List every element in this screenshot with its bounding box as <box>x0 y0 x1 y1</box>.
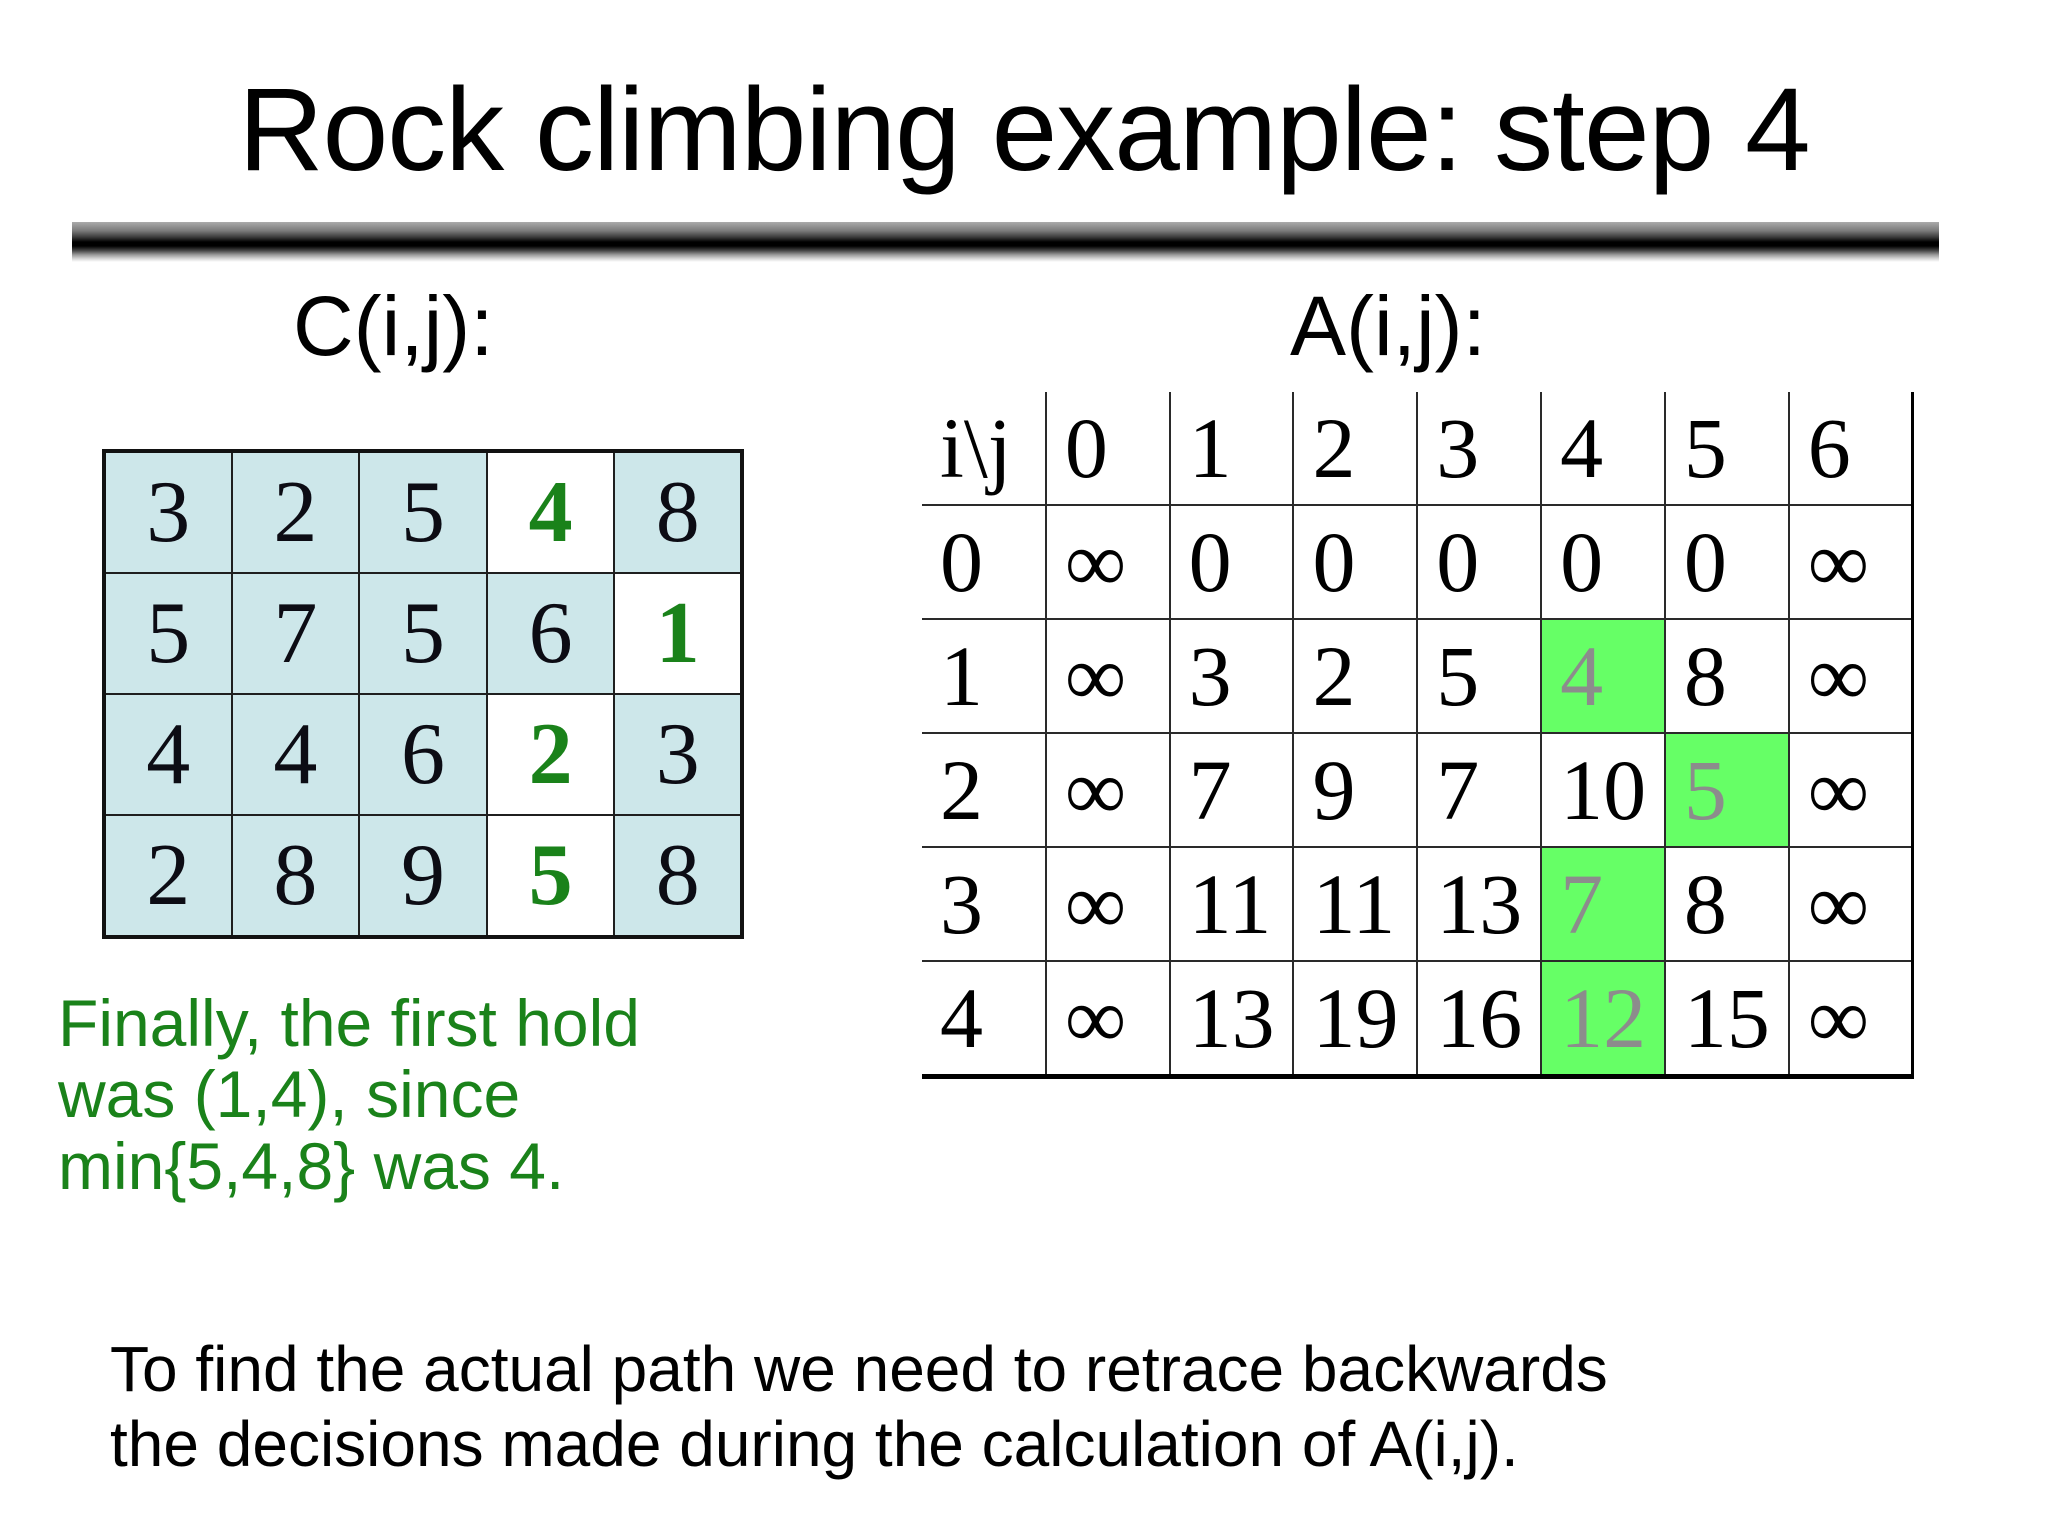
table-cell: 2 <box>1292 392 1419 506</box>
table-cell: 4 <box>922 960 1047 1079</box>
table-cell: 8 <box>613 450 743 574</box>
table-cell: 4 <box>103 693 233 816</box>
table-cell: 3 <box>1416 392 1543 506</box>
table-cell: 9 <box>1292 732 1419 848</box>
table-cell: 7 <box>1416 732 1543 848</box>
table-cell: 0 <box>1416 504 1543 620</box>
table-cell: 1 <box>1168 392 1295 506</box>
table-cell: 0 <box>1168 504 1295 620</box>
highlighted-cell: 12 <box>1540 960 1666 1079</box>
a-table-label: A(i,j): <box>1290 279 1486 373</box>
table-cell: 6 <box>485 572 616 695</box>
table-cell: 0 <box>1292 504 1419 620</box>
table-cell: 0 <box>1540 504 1666 620</box>
table-cell: 8 <box>230 814 361 938</box>
slide-title: Rock climbing example: step 4 <box>238 64 1810 196</box>
table-cell: 5 <box>1663 392 1790 506</box>
table-cell: 5 <box>358 450 488 574</box>
table-cell: 4 <box>1540 392 1666 506</box>
table-cell: ∞ <box>1044 732 1171 848</box>
title-divider-bar <box>72 222 1939 262</box>
table-cell: ∞ <box>1787 618 1914 734</box>
table-cell: i\j <box>922 392 1047 506</box>
table-cell: 16 <box>1416 960 1543 1079</box>
highlighted-cell: 1 <box>613 572 743 695</box>
table-cell: 3 <box>1168 618 1295 734</box>
c-table-label: C(i,j): <box>293 279 494 373</box>
table-cell: 2 <box>922 732 1047 848</box>
table-cell: 19 <box>1292 960 1419 1079</box>
table-cell: 6 <box>1787 392 1914 506</box>
highlighted-cell: 4 <box>1540 618 1666 734</box>
table-cell: ∞ <box>1044 960 1171 1079</box>
table-cell: 5 <box>358 572 488 695</box>
highlighted-cell: 5 <box>1663 732 1790 848</box>
table-cell: 7 <box>230 572 361 695</box>
table-cell: 4 <box>230 693 361 816</box>
finally-note: Finally, the first hold was (1,4), since… <box>58 986 641 1203</box>
table-cell: 5 <box>103 572 233 695</box>
table-cell: 0 <box>1663 504 1790 620</box>
table-cell: ∞ <box>1787 732 1914 848</box>
table-cell: ∞ <box>1044 504 1171 620</box>
table-cell: 15 <box>1663 960 1790 1079</box>
highlighted-cell: 2 <box>485 693 616 816</box>
table-cell: 13 <box>1168 960 1295 1079</box>
table-cell: 1 <box>922 618 1047 734</box>
table-cell: 3 <box>613 693 743 816</box>
table-cell: 2 <box>230 450 361 574</box>
table-cell: 11 <box>1168 846 1295 962</box>
table-cell: 0 <box>922 504 1047 620</box>
bottom-note: To find the actual path we need to retra… <box>110 1333 1608 1480</box>
table-cell: 2 <box>103 814 233 938</box>
table-cell: 0 <box>1044 392 1171 506</box>
table-cell: 8 <box>1663 618 1790 734</box>
table-cell: 9 <box>358 814 488 938</box>
table-cell: ∞ <box>1787 504 1914 620</box>
table-cell: 8 <box>613 814 743 938</box>
table-cell: 10 <box>1540 732 1666 848</box>
table-cell: 2 <box>1292 618 1419 734</box>
table-cell: ∞ <box>1044 846 1171 962</box>
table-cell: 7 <box>1168 732 1295 848</box>
table-cell: ∞ <box>1044 618 1171 734</box>
highlighted-cell: 7 <box>1540 846 1666 962</box>
table-cell: 6 <box>358 693 488 816</box>
table-cell: ∞ <box>1787 846 1914 962</box>
highlighted-cell: 5 <box>485 814 616 938</box>
table-cell: 11 <box>1292 846 1419 962</box>
table-cell: 3 <box>103 450 233 574</box>
table-cell: 13 <box>1416 846 1543 962</box>
table-cell: 3 <box>922 846 1047 962</box>
table-cell: 8 <box>1663 846 1790 962</box>
highlighted-cell: 4 <box>485 450 616 574</box>
table-cell: 5 <box>1416 618 1543 734</box>
table-cell: ∞ <box>1787 960 1914 1079</box>
